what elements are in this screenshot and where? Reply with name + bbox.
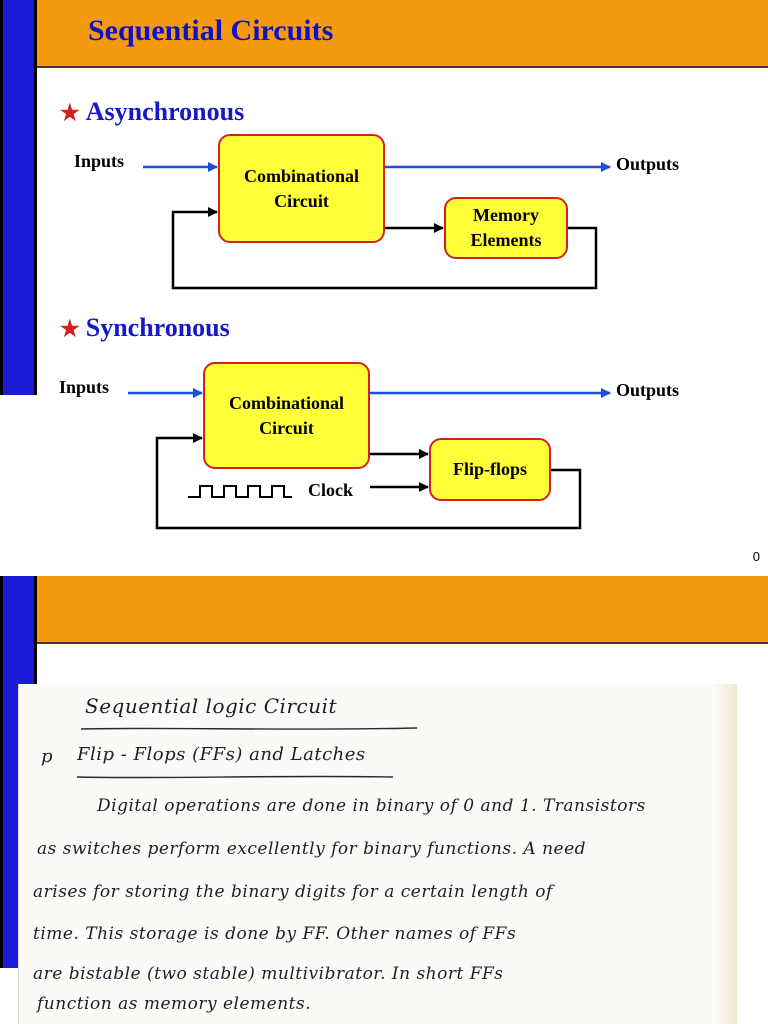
synchronous-heading-text: Synchronous [85,313,230,342]
star-icon: ★ [60,100,80,125]
flip-flops-block: Flip-flops [429,438,551,501]
slide-left-bar [0,0,37,395]
flipflops-label: Flip-flops [452,459,527,479]
async-inputs-label: Inputs [74,151,125,171]
slide-title: Sequential Circuits [88,14,334,47]
slide-handwritten-notes: Sequential logic Circuit p Flip - Flops … [0,576,768,1024]
slide-sequential-circuits: Sequential Circuits ★Asynchronous Inputs… [0,0,768,564]
notes-line-1: Digital operations are done in binary of… [97,796,646,816]
notes-subtitle-underline [76,775,394,779]
async-outputs-label: Outputs [616,154,680,174]
sync-comb-line2: Circuit [259,417,314,438]
sync-comb-line1: Combinational [228,392,345,413]
notes-line-3: arises for storing the binary digits for… [33,882,553,902]
notes-subtitle: Flip - Flops (FFs) and Latches [77,744,366,765]
notes-line-2: as switches perform excellently for bina… [37,839,587,859]
slide-header-bar [37,0,768,68]
notes-line-5: are bistable (two stable) multivibrator.… [33,964,504,984]
clock-label: Clock [308,480,353,500]
async-feedback-wire [171,207,598,290]
asynchronous-heading: ★Asynchronous [60,97,244,127]
synchronous-heading: ★Synchronous [60,313,230,343]
slide-header-bar [37,576,768,644]
page-number: 0 [752,549,760,564]
memory-elements-block: Memory Elements [444,197,568,259]
async-comb-line2: Circuit [274,190,329,211]
star-icon: ★ [60,316,80,341]
memory-line2: Elements [470,230,542,250]
async-combinational-circuit-block: Combinational Circuit [218,134,385,243]
notes-line-6: function as memory elements. [37,994,312,1014]
notes-title-underline [80,727,418,730]
sync-combinational-circuit-block: Combinational Circuit [203,362,370,469]
async-comb-line1: Combinational [243,165,360,186]
asynchronous-diagram-wires [128,162,611,530]
asynchronous-heading-text: Asynchronous [85,97,245,126]
sync-feedback-wire [155,433,582,530]
square-wave-icon [188,485,292,498]
handwritten-notes-image: Sequential logic Circuit p Flip - Flops … [18,684,737,1024]
notes-bullet: p [41,746,54,767]
sync-inputs-label: Inputs [59,377,110,397]
sync-outputs-label: Outputs [616,380,680,400]
memory-line1: Memory [473,205,539,225]
notes-line-4: time. This storage is done by FF. Other … [33,924,517,944]
notes-title: Sequential logic Circuit [85,694,338,718]
